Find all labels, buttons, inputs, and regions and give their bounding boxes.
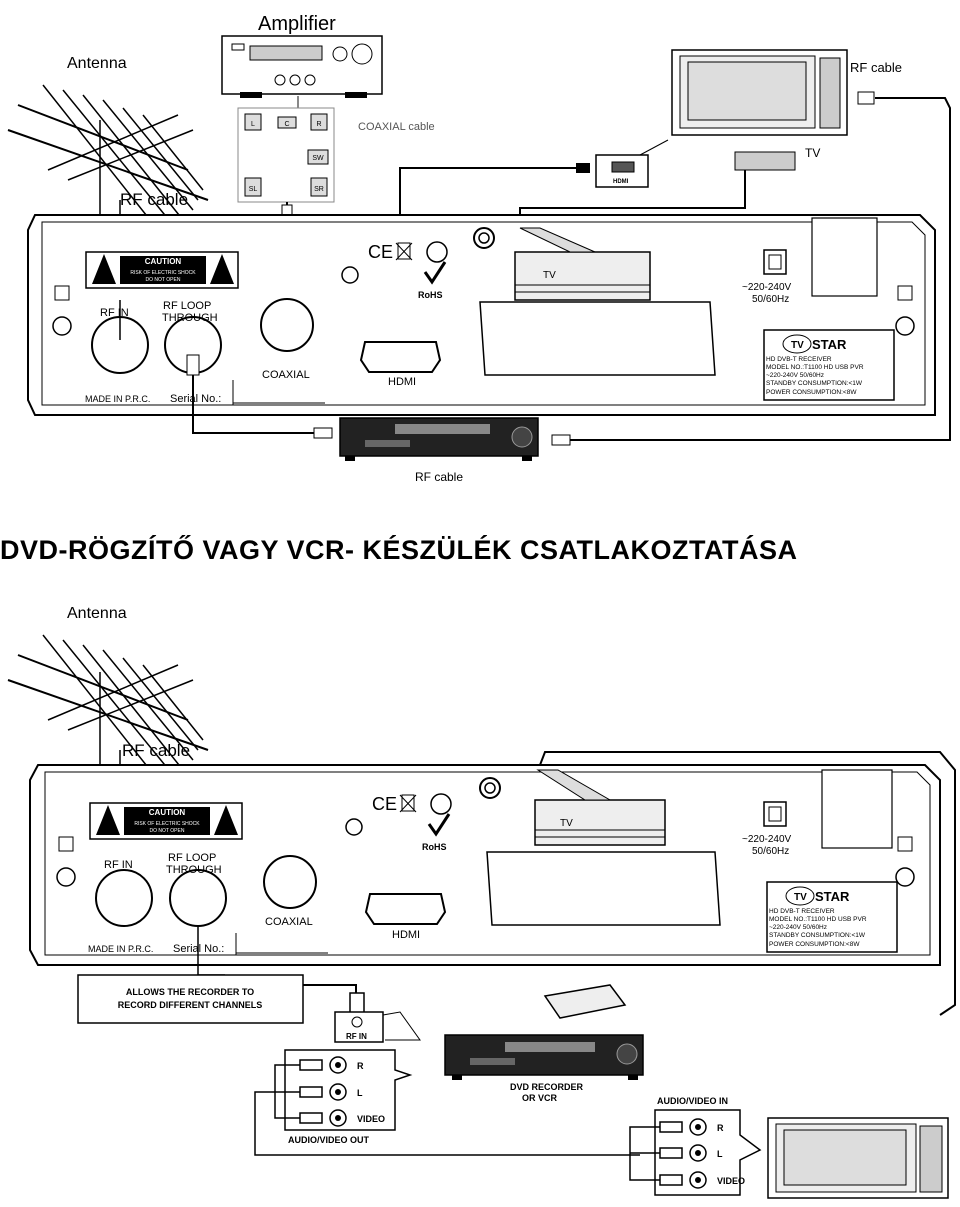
- rf-loop-label-2: RF LOOP: [168, 852, 216, 864]
- brand-prefix-1: TV: [791, 340, 804, 351]
- allows-line1: ALLOWS THE RECORDER TO: [126, 987, 254, 997]
- tv-label-top: TV: [805, 146, 820, 160]
- plate-line3-1: ~220-240V 50/60Hz: [766, 372, 824, 379]
- dvd-recorder-device: [444, 1034, 644, 1080]
- speaker-sw: SW: [312, 155, 324, 162]
- plate-line1-1: HD DVB-T RECEIVER: [766, 356, 832, 363]
- plate-line4-2: STANDBY CONSUMPTION:<1W: [769, 932, 866, 939]
- brand-2: STAR: [815, 889, 850, 904]
- through-label-2: THROUGH: [166, 864, 222, 876]
- speaker-c: C: [284, 121, 289, 128]
- speaker-sr: SR: [314, 186, 324, 193]
- av-out-video: VIDEO: [357, 1114, 385, 1124]
- caution-title-1: CAUTION: [145, 257, 182, 266]
- made-in-label-1: MADE IN P.R.C.: [85, 394, 150, 404]
- av-out-l: L: [357, 1088, 363, 1098]
- caution-line2-1: DO NOT OPEN: [146, 277, 181, 283]
- av-in-label: AUDIO/VIDEO IN: [657, 1096, 728, 1106]
- rf-in-label-2: RF IN: [104, 859, 133, 871]
- rf-in-label-1: RF IN: [100, 307, 129, 319]
- receiver-back-panel-top: CAUTION RISK OF ELECTRIC SHOCK DO NOT OP…: [27, 214, 936, 416]
- receiver-back-panel-bottom: CAUTION RISK OF ELECTRIC SHOCK DO NOT OP…: [29, 764, 941, 966]
- av-out-r: R: [357, 1061, 364, 1071]
- caution-line1-1: RISK OF ELECTRIC SHOCK: [130, 270, 196, 276]
- caution-title-2: CAUTION: [149, 808, 186, 817]
- speaker-r: R: [316, 121, 321, 128]
- plate-line1-2: HD DVB-T RECEIVER: [769, 908, 835, 915]
- tv-bottom: [767, 1117, 949, 1199]
- rf-cable-label-bottom: RF cable: [415, 470, 463, 484]
- tv-scart-label-2: TV: [560, 818, 573, 829]
- av-in-l: L: [717, 1149, 723, 1159]
- tv-top: [671, 49, 848, 136]
- speaker-sl: SL: [249, 186, 258, 193]
- plate-line5-2: POWER CONSUMPTION:<8W: [769, 941, 860, 948]
- brand-prefix-2: TV: [794, 892, 807, 903]
- vcr-device-top: [339, 417, 539, 461]
- coaxial-cable-label: COAXIAL cable: [358, 121, 435, 133]
- rf-cable-label-2: RF cable: [122, 741, 190, 760]
- dvd-recorder-line2: OR VCR: [522, 1093, 558, 1103]
- antenna-label-2: Antenna: [67, 605, 127, 622]
- coaxial-label-2: COAXIAL: [265, 916, 313, 928]
- plate-line3-2: ~220-240V 50/60Hz: [769, 924, 827, 931]
- voltage1-label-2: ~220-240V: [742, 834, 792, 845]
- caution-line1-2: RISK OF ELECTRIC SHOCK: [134, 821, 200, 827]
- av-in-r: R: [717, 1123, 724, 1133]
- amplifier-label: Amplifier: [258, 13, 336, 35]
- voltage2-label-2: 50/60Hz: [752, 846, 789, 857]
- hdmi-plug-label: HDMI: [613, 179, 629, 185]
- av-out-label: AUDIO/VIDEO OUT: [288, 1135, 370, 1145]
- rf-loop-label-1: RF LOOP: [163, 300, 211, 312]
- brand-1: STAR: [812, 337, 847, 352]
- rf-cable-label-top: RF cable: [850, 60, 902, 75]
- voltage1-label-1: ~220-240V: [742, 282, 792, 293]
- coaxial-label-1: COAXIAL: [262, 369, 310, 381]
- tv-scart-label-1: TV: [543, 270, 556, 281]
- plate-line5-1: POWER CONSUMPTION:<8W: [766, 389, 857, 396]
- antenna-label-1: Antenna: [67, 55, 127, 72]
- amplifier-device: [221, 35, 383, 98]
- made-in-label-2: MADE IN P.R.C.: [88, 944, 153, 954]
- voltage2-label-1: 50/60Hz: [752, 294, 789, 305]
- hdmi-label-2: HDMI: [392, 929, 420, 941]
- caution-line2-2: DO NOT OPEN: [150, 828, 185, 834]
- dvd-recorder-line1: DVD RECORDER: [510, 1082, 584, 1092]
- page-heading: DVD-RÖGZÍTŐ VAGY VCR- KÉSZÜLÉK CSATLAKOZ…: [0, 535, 798, 565]
- plate-line2-1: MODEL NO.:T1100 HD USB PVR: [766, 364, 864, 371]
- ce-mark-2: CE: [372, 794, 397, 814]
- plate-line2-2: MODEL NO.:T1100 HD USB PVR: [769, 916, 867, 923]
- rohs-label-2: RoHS: [422, 842, 447, 852]
- allows-line2: RECORD DIFFERENT CHANNELS: [118, 1000, 263, 1010]
- rf-cable-label-left-1: RF cable: [120, 190, 188, 209]
- rf-in-recorder-label: RF IN: [346, 1032, 367, 1041]
- through-label-1: THROUGH: [162, 312, 218, 324]
- hdmi-label-1: HDMI: [388, 376, 416, 388]
- plate-line4-1: STANDBY CONSUMPTION:<1W: [766, 380, 863, 387]
- rohs-label-1: RoHS: [418, 290, 443, 300]
- serial-label-1: Serial No.:: [170, 393, 221, 405]
- ce-mark-1: CE: [368, 242, 393, 262]
- serial-label-2: Serial No.:: [173, 943, 224, 955]
- speaker-l: L: [251, 121, 255, 128]
- speaker-layout: L C R SW SL SR: [237, 107, 335, 203]
- av-in-video: VIDEO: [717, 1176, 745, 1186]
